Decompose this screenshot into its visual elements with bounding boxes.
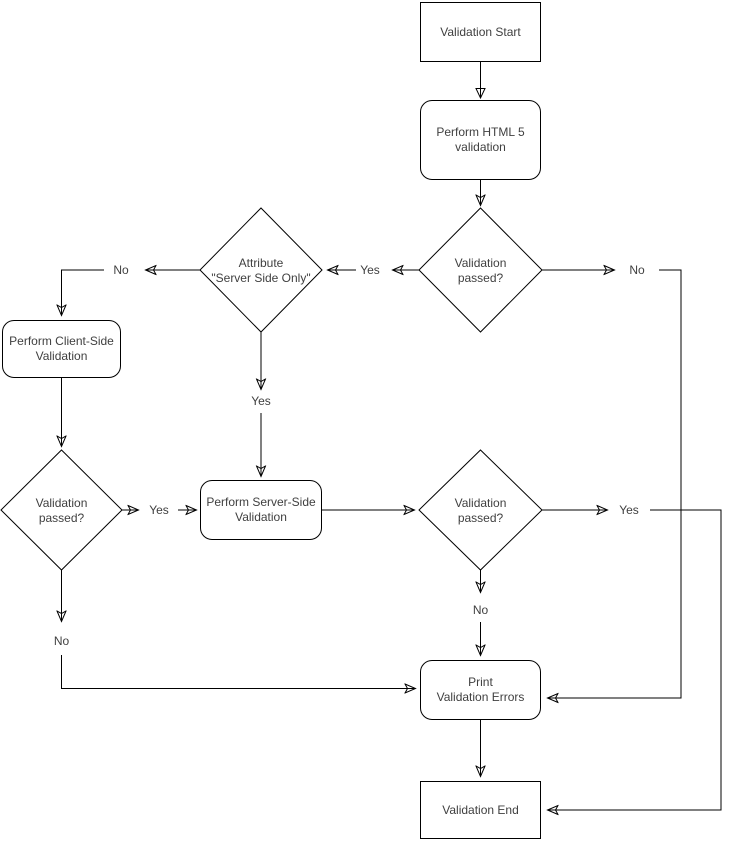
decision-diamond-validation-passed-right: [418, 449, 543, 571]
edge-label-left-no: No: [51, 634, 72, 648]
perform-client-side-validation-node: Perform Client-Side Validation: [2, 320, 121, 378]
edge-label-right-yes: Yes: [617, 503, 641, 517]
start-node: Validation Start: [420, 2, 541, 62]
edge-label-right-no: No: [470, 603, 491, 617]
edge-yes-label-to-end-right: [548, 509, 722, 810]
start-node-label: Validation Start: [440, 24, 521, 39]
end-node: Validation End: [420, 781, 541, 839]
decision-diamond-validation-passed-top: [418, 207, 543, 333]
decision-diamond-attribute-server-side-only: [199, 207, 323, 333]
edge-no-label-to-print-right: [548, 269, 682, 698]
print-validation-errors-node: Print Validation Errors: [420, 660, 541, 720]
edge-label-attribute-no: No: [111, 263, 131, 277]
edge-label-attribute-yes: Yes: [249, 394, 273, 408]
edge-label-left-yes: Yes: [147, 503, 171, 517]
edge-label-top-no: No: [627, 263, 647, 277]
edge-no-label-to-client-side: [62, 269, 104, 315]
end-node-label: Validation End: [442, 802, 519, 817]
perform-client-side-validation-label: Perform Client-Side Validation: [9, 334, 114, 363]
edge-no-label-to-print-left: [61, 655, 416, 689]
perform-server-side-validation-label: Perform Server-Side Validation: [206, 495, 316, 524]
perform-html5-validation-node: Perform HTML 5 validation: [420, 100, 541, 180]
print-validation-errors-label: Print Validation Errors: [436, 675, 525, 704]
perform-html5-validation-label: Perform HTML 5 validation: [436, 125, 525, 154]
edge-label-top-yes: Yes: [358, 263, 382, 277]
perform-server-side-validation-node: Perform Server-Side Validation: [200, 480, 322, 540]
decision-diamond-validation-passed-left: [0, 449, 123, 571]
